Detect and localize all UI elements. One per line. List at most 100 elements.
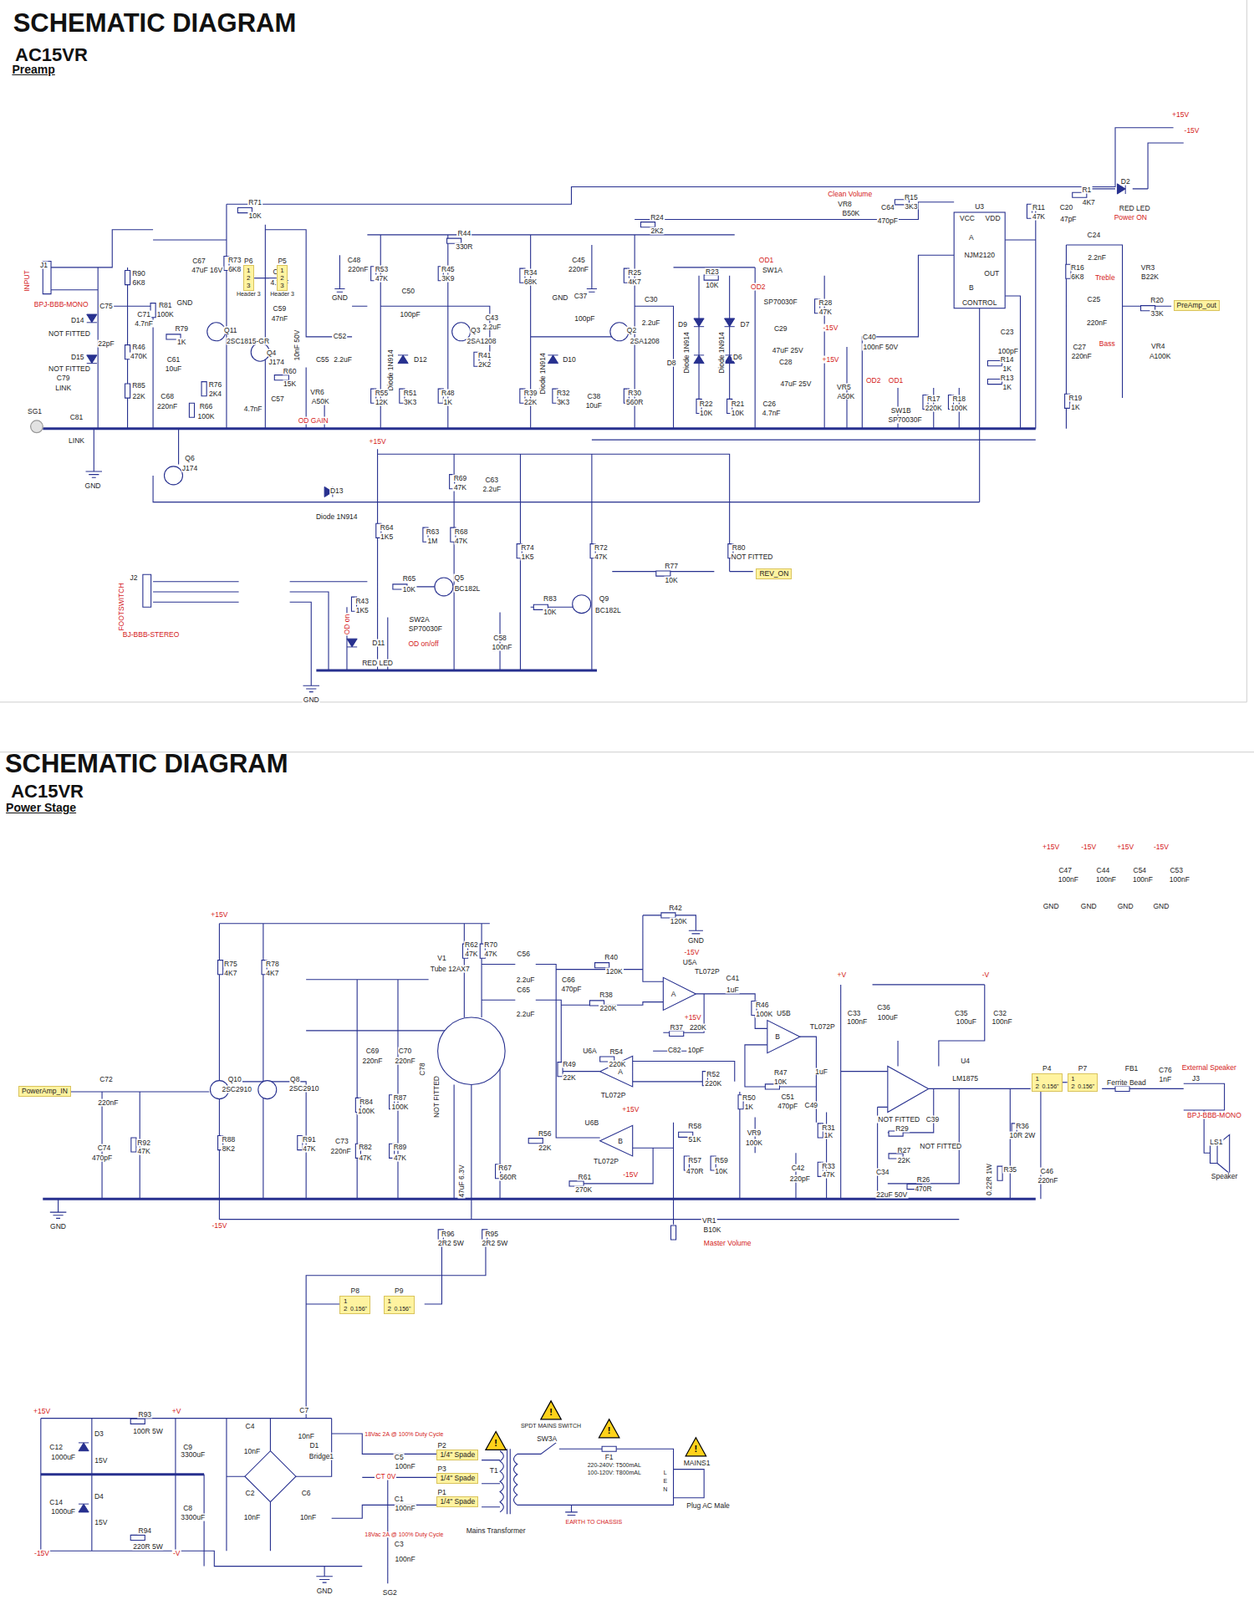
part-label: R94: [137, 1526, 153, 1535]
part-label: VR6: [309, 387, 326, 396]
node-text: 1/4" Spade: [439, 1474, 475, 1483]
part-label: SW2A: [408, 615, 431, 623]
part-label: NOT FITTED: [730, 553, 775, 561]
annotation-label: Bass: [1098, 340, 1117, 348]
node-text: 1 2: [1070, 1075, 1076, 1091]
annotation-label: -15V: [210, 1221, 228, 1229]
part-label: D13: [329, 487, 345, 495]
part-label: 220-240V: T500mAL: [586, 1462, 643, 1469]
part-label: 1K: [176, 337, 187, 346]
transistor-symbol: [164, 322, 629, 1100]
part-label: 3300uF: [179, 1513, 206, 1521]
part-label: SP70030F: [407, 624, 444, 633]
part-label: 47K: [453, 484, 468, 492]
part-label: R34: [523, 268, 539, 276]
part-label: GND: [1116, 902, 1135, 910]
part-label: R29: [894, 1124, 910, 1132]
part-label: GND: [49, 1223, 67, 1231]
part-label: Diode 1N914: [539, 351, 547, 396]
part-label: C81: [69, 413, 85, 422]
part-label: 220pF: [789, 1174, 811, 1183]
part-label: 100K: [156, 310, 175, 318]
annotation-label: CT 0V: [374, 1473, 397, 1481]
connector-body: PreAmp_out: [1173, 300, 1220, 311]
part-label: R69: [453, 474, 469, 483]
part-label: C43: [484, 313, 500, 322]
part-label: SG1: [26, 407, 43, 415]
part-label: 100nF: [990, 1017, 1013, 1025]
part-label: GND: [551, 294, 570, 302]
part-label: 0.22R 1W: [984, 1162, 993, 1197]
part-label: R74: [519, 544, 536, 552]
part-label: CONTROL: [961, 299, 999, 307]
part-label: 4K7: [223, 969, 238, 978]
annotation-label: -15V: [1183, 127, 1201, 135]
part-label: R26: [916, 1175, 932, 1183]
part-label: C42: [790, 1164, 806, 1173]
part-label: 22K: [523, 397, 538, 406]
part-label: SP70030F: [763, 298, 799, 306]
part-label: C32: [992, 1009, 1008, 1017]
part-label: GND: [1080, 902, 1098, 910]
part-label: Q5: [453, 573, 465, 582]
node-text: 1 2 3: [246, 266, 252, 291]
part-label: R79: [173, 325, 189, 333]
part-label: R57: [687, 1156, 703, 1164]
part-label: 560R: [499, 1173, 518, 1182]
sheet-title: SCHEMATIC DIAGRAM: [4, 750, 290, 779]
part-label: C78: [418, 1061, 427, 1077]
annotation-label: External Speaker: [1181, 1063, 1238, 1071]
node-text: P5: [276, 257, 287, 266]
part-label: C59: [272, 304, 288, 312]
part-label: 220K: [688, 1024, 708, 1032]
part-label: C3: [393, 1539, 405, 1548]
part-label: D8: [666, 359, 678, 368]
part-label: J3: [1191, 1075, 1201, 1083]
part-label: 100nF: [393, 1503, 416, 1512]
part-label: D7: [739, 321, 751, 329]
part-label: B: [774, 1033, 781, 1041]
part-label: 100K: [744, 1138, 764, 1147]
part-label: C33: [846, 1009, 862, 1017]
part-label: D9: [677, 321, 689, 329]
part-label: 22K: [537, 1144, 552, 1153]
part-label: C27: [1071, 343, 1087, 352]
part-label: R14: [999, 355, 1015, 363]
part-label: R53: [374, 265, 390, 274]
part-label: D6: [732, 353, 744, 362]
part-label: 22pF: [96, 340, 115, 348]
part-label: R54: [608, 1048, 624, 1056]
annotation-label: +15V: [1041, 843, 1061, 852]
connector-body: 1/4" Spade: [436, 1473, 479, 1484]
part-label: C8: [182, 1503, 194, 1512]
node-text: P3: [436, 1465, 447, 1474]
part-label: C55: [315, 355, 331, 363]
part-label: R45: [440, 265, 456, 274]
part-label: 100uF: [955, 1017, 978, 1025]
part-label: C53: [1168, 866, 1184, 875]
part-label: 47K: [818, 308, 833, 317]
resistor-symbol: [125, 192, 1156, 1540]
part-label: Ferrite Bead: [1106, 1078, 1147, 1086]
part-label: 470R: [685, 1167, 704, 1176]
part-label: R36: [1014, 1122, 1030, 1131]
part-label: 47K: [1031, 212, 1046, 220]
part-label: R68: [453, 527, 469, 536]
warning-mark: !: [548, 1408, 554, 1419]
part-label: 47K: [820, 1170, 836, 1178]
part-label: A: [670, 989, 678, 998]
part-label: LS1: [1208, 1137, 1224, 1146]
bridge-rectifier: [244, 1451, 296, 1503]
part-label: 3K9: [440, 275, 455, 283]
part-label: R71: [247, 198, 263, 206]
part-label: GND: [331, 294, 349, 302]
part-label: 47K: [301, 1145, 317, 1153]
part-label: 1K: [823, 1131, 834, 1140]
part-label: U3: [973, 202, 985, 210]
part-label: 51K: [688, 1136, 703, 1144]
part-label: 100pF: [997, 346, 1020, 355]
annotation-label: -15V: [1152, 843, 1170, 852]
part-label: C35: [953, 1009, 969, 1017]
annotation-label: +15V: [621, 1105, 640, 1113]
